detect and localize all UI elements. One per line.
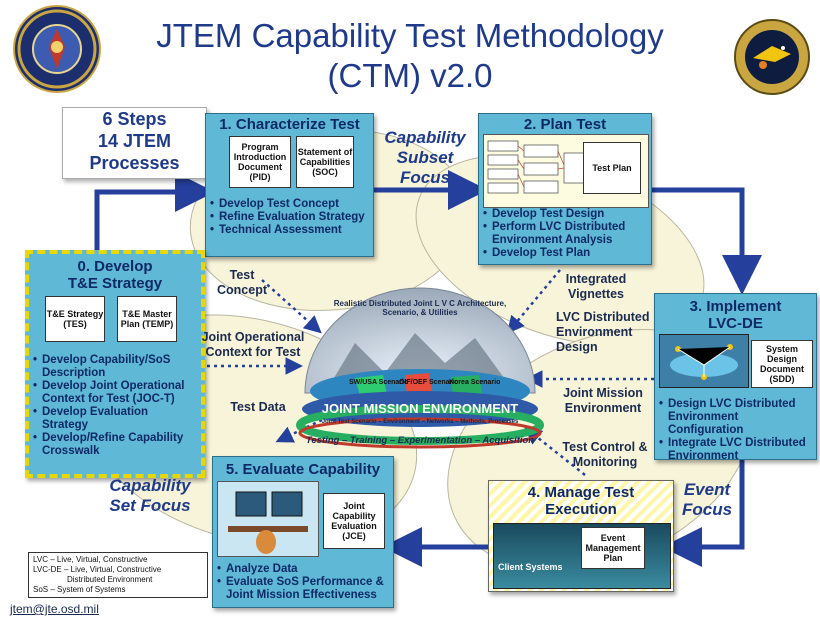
step-0-title-line-1: 0. Develop (77, 258, 153, 275)
joint-operational-context-label: Joint Operational Context for Test (201, 330, 305, 359)
soc-document: Statement of Capabilities (SOC) (296, 136, 354, 188)
step-4-title-line-2: Execution (545, 501, 617, 518)
step-5-title: 5. Evaluate Capability (225, 461, 381, 478)
event-management-plan-document: Event Management Plan (581, 527, 645, 569)
step-2-bullets: Develop Test Design Perform LVC Distribu… (483, 208, 648, 260)
scenario-korea: Korea Scenario (449, 379, 501, 386)
bullet-item: Develop/Refine Capability Crosswalk (33, 432, 197, 458)
bullet-item: Develop Capability/SoS Description (33, 354, 197, 380)
bullet-item: Refine Evaluation Strategy (210, 211, 370, 224)
test-plan-document: Test Plan (583, 142, 641, 194)
legend-lvc: LVC – Live, Virtual, Constructive (33, 555, 148, 564)
dome-arc-text: Realistic Distributed Joint L V C Archit… (333, 299, 507, 317)
dome-band-text: JOINT MISSION ENVIRONMENT (321, 401, 519, 416)
tes-document: T&E Strategy (TES) (45, 296, 105, 342)
step-5-bullets: Analyze Data Evaluate SoS Performance & … (217, 563, 391, 602)
processes-count: 14 JTEM (97, 131, 172, 151)
step-2-plan-test[interactable]: 2. Plan Test Test Plan Develop Test Desi… (478, 113, 652, 265)
planning-diagram-image (483, 134, 649, 208)
integrated-vignettes-label: Integrated Vignettes (565, 272, 627, 301)
bullet-item: Evaluate SoS Performance & Joint Mission… (217, 576, 391, 602)
temp-document: T&E Master Plan (TEMP) (117, 296, 177, 342)
step-1-title: 1. Characterize Test (219, 116, 360, 133)
test-data-label: Test Data (230, 400, 286, 414)
dome-bottom-text: Testing – Training – Experimentation – A… (305, 435, 535, 446)
bullet-item: Integrate LVC Distributed Environment (659, 437, 815, 463)
step-5-evaluate-capability[interactable]: 5. Evaluate Capability Joint Capability … (212, 456, 394, 608)
bullet-item: Develop Evaluation Strategy (33, 406, 197, 432)
legend-sos: SoS – System of Systems (33, 585, 126, 594)
legend-lvc-de-cont: Distributed Environment (67, 575, 153, 584)
step-3-title-line-2: LVC-DE (708, 315, 763, 332)
network-diagram-image (659, 334, 749, 388)
legend-lvc-de: LVC-DE – Live, Virtual, Constructive (33, 565, 162, 574)
title-line-1: JTEM Capability Test Methodology (156, 17, 664, 54)
capability-subset-focus-label: Capability Subset Focus (384, 128, 466, 187)
joint-mission-environment-label: Joint Mission Environment (563, 386, 643, 415)
bullet-item: Technical Assessment (210, 224, 370, 237)
step-0-bullets: Develop Capability/SoS Description Devel… (33, 354, 197, 458)
scenario-sw-usa: SW/USA Scenario (349, 379, 409, 386)
scenario-oif-oef: OIF/OEF Scenario (399, 379, 459, 386)
processes-label: Processes (89, 153, 180, 173)
step-1-bullets: Develop Test Concept Refine Evaluation S… (210, 198, 370, 237)
bullet-item: Develop Test Concept (210, 198, 370, 211)
step-0-develop-te-strategy[interactable]: 0. Develop T&E Strategy T&E Strategy (TE… (25, 250, 205, 478)
step-3-title-line-1: 3. Implement (689, 298, 782, 315)
step-1-characterize-test[interactable]: 1. Characterize Test Program Introductio… (205, 113, 374, 257)
step-4-manage-test-execution[interactable]: 4. Manage Test Execution Client Systems … (488, 480, 674, 592)
acronym-legend: LVC – Live, Virtual, Constructive LVC-DE… (28, 552, 208, 598)
step-4-title-line-1: 4. Manage Test (527, 484, 635, 501)
step-3-implement-lvc-de[interactable]: 3. Implement LVC-DE System Design Docume… (654, 293, 817, 463)
capability-set-focus-label: Capability Set Focus (109, 476, 191, 515)
analyst-workstation-image (217, 481, 319, 557)
steps-count: 6 Steps (102, 109, 167, 129)
steps-summary: 6 Steps 14 JTEM Processes (62, 107, 207, 179)
page-title: JTEM Capability Test Methodology (CTM) v… (100, 16, 720, 96)
jtem-seal-icon (733, 18, 811, 96)
dote-seal-icon (13, 5, 101, 93)
dome-sub-band-text: Joint Test Scenario – Environment – Netw… (321, 419, 519, 425)
step-0-title-line-2: T&E Strategy (67, 275, 163, 292)
bullet-item: Develop Test Plan (483, 247, 648, 260)
step-3-bullets: Design LVC Distributed Environment Confi… (659, 398, 815, 463)
joint-mission-environment-dome: Realistic Distributed Joint L V C Archit… (295, 283, 545, 455)
contact-email-link[interactable]: jtem@jte.osd.mil (10, 602, 99, 616)
pid-document: Program Introduction Document (PID) (229, 136, 291, 188)
step-2-title: 2. Plan Test (523, 116, 607, 133)
sdd-document: System Design Document (SDD) (751, 340, 813, 388)
test-control-monitoring-label: Test Control & Monitoring (562, 440, 648, 469)
client-systems-caption: Client Systems (498, 562, 563, 572)
jce-document: Joint Capability Evaluation (JCE) (323, 493, 385, 549)
bullet-item: Analyze Data (217, 563, 391, 576)
test-concept-label: Test Concept (217, 268, 267, 297)
lvc-design-label: LVC Distributed Environment Design (556, 310, 650, 354)
bullet-item: Design LVC Distributed Environment Confi… (659, 398, 815, 437)
event-focus-label: Event Focus (681, 480, 733, 519)
bullet-item: Develop Joint Operational Context for Te… (33, 380, 197, 406)
bullet-item: Develop Test Design (483, 208, 648, 221)
title-line-2: (CTM) v2.0 (327, 57, 493, 94)
bullet-item: Perform LVC Distributed Environment Anal… (483, 221, 648, 247)
